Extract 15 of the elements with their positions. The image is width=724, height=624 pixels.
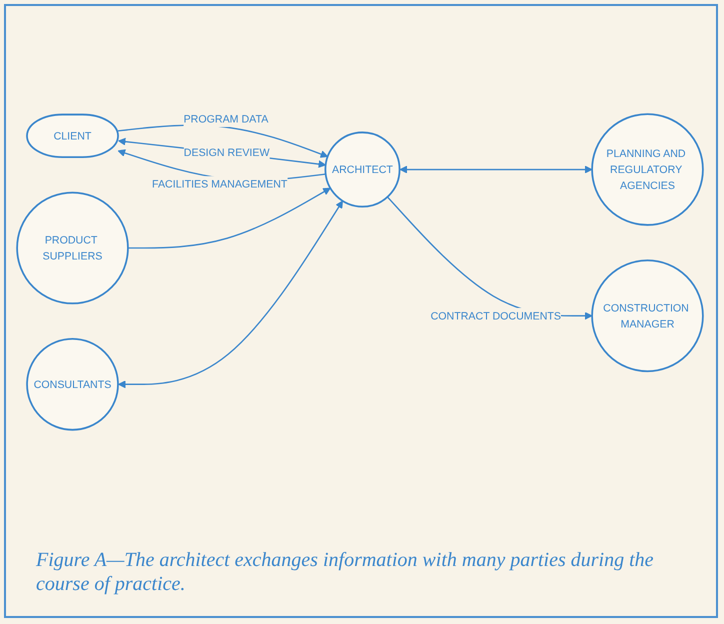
node-circle: ARCHITECT [324,131,400,208]
caption: Figure A—The architect exchanges information with many parties during the course of practice. [36,548,655,596]
arrow [128,187,331,248]
node-box: CLIENT [26,113,119,158]
arrow [118,200,343,388]
node-circle: CONSTRUCTION MANAGER [591,259,704,372]
node-circle: PLANNING AND REGULATORY AGENCIES [591,112,704,226]
node-circle: PRODUCT SUPPLIERS [16,191,129,304]
edge-label: CONTRACT DOCUMENTS [430,309,562,322]
node-circle: CONSULTANTS [26,338,119,430]
edge-label: FACILITIES MANAGEMENT [152,177,288,190]
edge-label: PROGRAM DATA [184,112,268,125]
arrow [400,165,592,173]
arrow [118,137,326,168]
edge-label: DESIGN REVIEW [184,146,270,158]
